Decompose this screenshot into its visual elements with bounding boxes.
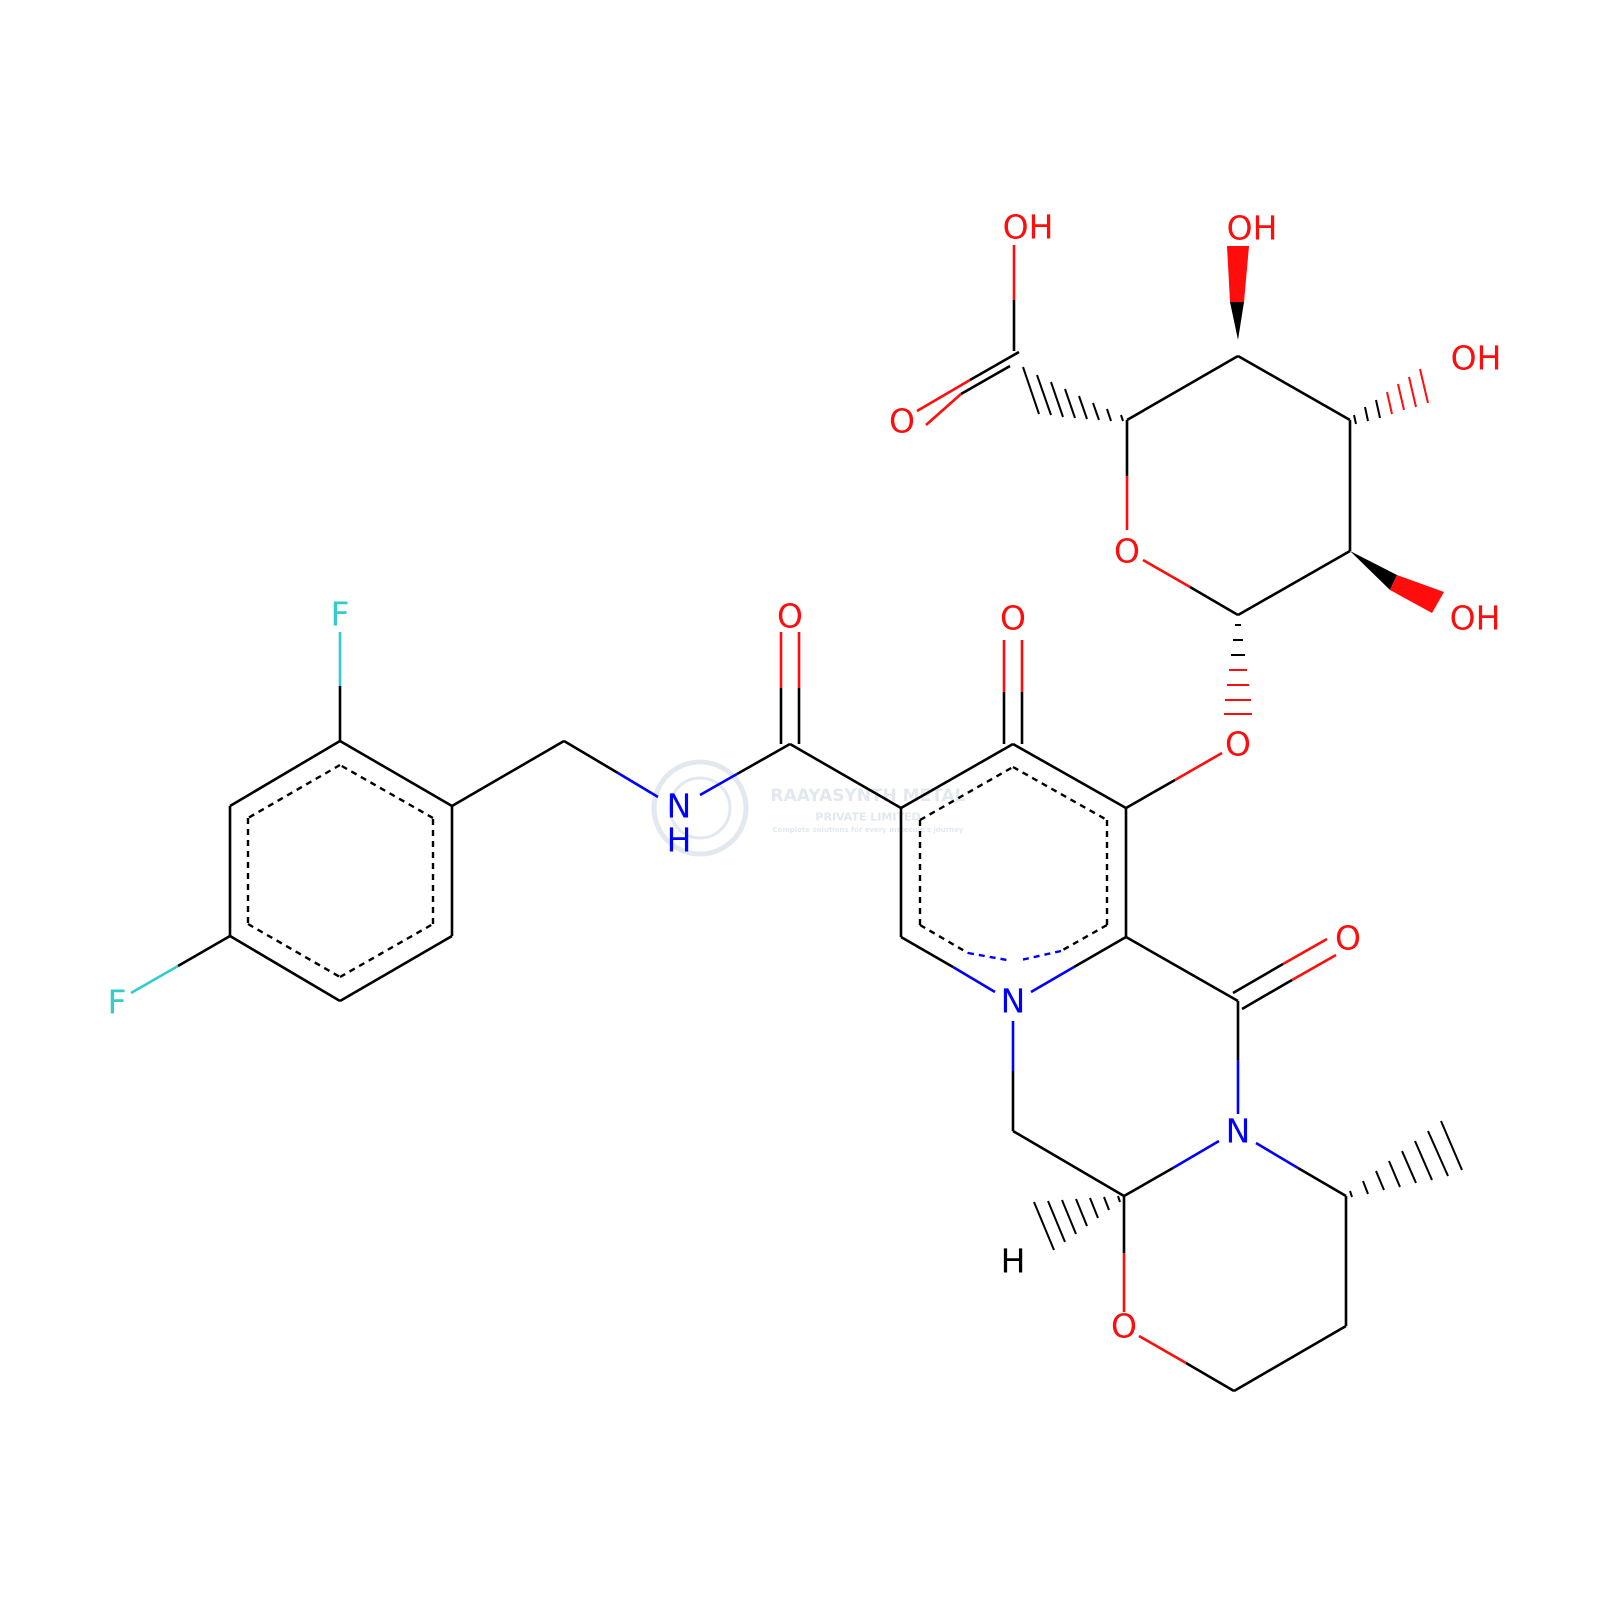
dbl-lactam-b2	[1291, 953, 1337, 982]
arom-pyr-5a	[919, 923, 969, 955]
watermark-logo-icon	[651, 759, 749, 857]
ring-nitrogen-label: N	[1001, 982, 1026, 1021]
hash-methyl	[1349, 1120, 1463, 1198]
acid-carbonyl-oxygen-label: O	[889, 402, 915, 441]
right-hydroxyl-label: OH	[1451, 339, 1502, 378]
hash-stereo-h	[1033, 1195, 1121, 1251]
fluorine-left-label: F	[108, 983, 127, 1022]
watermark-name: RAAYASYNTH METAL	[771, 786, 966, 806]
lower-hydroxyl-label: OH	[1450, 599, 1501, 638]
bond-ring-b	[1012, 742, 1127, 810]
wedge-bonds	[1227, 246, 1444, 613]
colored-bond-halves	[130, 245, 1299, 1365]
wedge-lower-oh-black	[1350, 551, 1397, 590]
bond-ring-ether-red	[1174, 751, 1223, 782]
bond-o-ch2	[1185, 1361, 1235, 1393]
stereo-hydrogen-label: H	[1001, 1242, 1026, 1281]
bond-cf-left-cyan	[130, 964, 179, 995]
bond-carbonyl-ring	[789, 742, 902, 810]
arom-pyr-6a	[1060, 923, 1108, 953]
bond-ch2-n	[563, 739, 619, 775]
arom-benzene-1	[247, 763, 341, 820]
arom-pyr-5b	[967, 951, 1008, 962]
bond-chme-n	[1297, 1166, 1347, 1198]
aromatic-dashes	[246, 763, 1109, 979]
amide-ring-nitrogen-label: N	[1226, 1112, 1251, 1151]
hash-right-oh	[1353, 368, 1429, 425]
bond-ring-a	[900, 742, 1014, 810]
amide-h-label: H	[667, 821, 692, 860]
atom-labels: F F N H O O O N O N H O O O OH OH OH OH	[108, 208, 1502, 1346]
amide-oxygen-label: O	[777, 597, 803, 636]
single-bonds	[228, 300, 1352, 1393]
sugar-ring-oxygen-label: O	[1114, 532, 1140, 571]
dbl-acid-a1	[969, 350, 1020, 382]
double-bonds	[779, 350, 1337, 1011]
dbl-lactam-a1	[1232, 962, 1284, 995]
bond-ch2-n-blue	[617, 771, 659, 799]
bond-sugar-2	[1237, 354, 1351, 422]
bond-benzene-4	[339, 934, 453, 1003]
bond-benzene-3	[229, 934, 341, 1003]
arom-pyr-2	[1012, 765, 1108, 822]
watermark-logo-inner-icon	[668, 776, 732, 840]
bond-ch-n	[1123, 1166, 1174, 1198]
arom-pyr-1	[919, 765, 1014, 822]
bond-ring-ether	[1125, 778, 1176, 810]
bond-o-ch2-red	[1138, 1334, 1187, 1365]
dbl-acid-a2	[916, 378, 971, 413]
bond-chme-n-blue	[1255, 1141, 1299, 1170]
arom-benzene-3	[247, 922, 341, 979]
wedge-top-oh-black	[1230, 302, 1244, 340]
lactam-oxygen-label: O	[1335, 919, 1361, 958]
bond-ring-e	[900, 935, 954, 969]
hash-ether	[1224, 624, 1252, 715]
bond-sugar-5	[1189, 585, 1239, 617]
wedge-top-oh-red	[1227, 246, 1249, 302]
bond-benzyl	[451, 739, 565, 808]
dbl-lactam-a2	[1282, 937, 1328, 966]
wedge-lower-oh-red	[1390, 575, 1444, 613]
bond-ch-n-blue	[1172, 1139, 1220, 1170]
bond-benzene-6	[339, 739, 453, 808]
bond-ch2-ch2	[1233, 1324, 1347, 1393]
bond-ring-f-black	[1073, 935, 1127, 969]
watermark-line2: PRIVATE LIMITED	[815, 811, 920, 824]
dbl-lactam-b1	[1241, 978, 1293, 1011]
arom-benzene-4	[339, 922, 434, 979]
bond-ring-e-blue	[952, 965, 996, 994]
ketone-oxygen-label: O	[1000, 599, 1026, 638]
bond-ring-lactam	[1125, 935, 1239, 1003]
watermark-tagline: Complete solutions for every molecule's …	[773, 826, 964, 834]
hash-acid	[1022, 366, 1124, 422]
arom-benzene-6	[339, 763, 434, 820]
oxazine-oxygen-label: O	[1111, 1307, 1137, 1346]
bond-sugar-4	[1237, 549, 1351, 617]
dbl-acid-b1	[960, 364, 1011, 396]
hashed-bonds	[1022, 366, 1463, 1251]
top-hydroxyl-label: OH	[1227, 209, 1278, 248]
bond-sugar-1	[1126, 354, 1239, 422]
bond-sugar-5-red	[1142, 558, 1191, 589]
bond-n-carbonyl-blue	[699, 772, 738, 797]
bond-ch2-ch	[1012, 1129, 1125, 1198]
bond-cf-left-black	[177, 934, 231, 968]
bond-ring-f-blue	[1030, 965, 1075, 994]
watermark: RAAYASYNTH METAL PRIVATE LIMITED Complet…	[651, 759, 966, 857]
bond-benzene-1	[229, 739, 341, 808]
acid-hydroxyl-label: OH	[1003, 208, 1054, 247]
dbl-acid-b2	[925, 393, 962, 426]
fluorine-top-label: F	[331, 595, 350, 634]
arom-pyr-6b	[1020, 949, 1062, 962]
amide-n-label: N	[667, 787, 692, 826]
bond-n-carbonyl	[736, 742, 791, 776]
ether-oxygen-label: O	[1225, 725, 1251, 764]
